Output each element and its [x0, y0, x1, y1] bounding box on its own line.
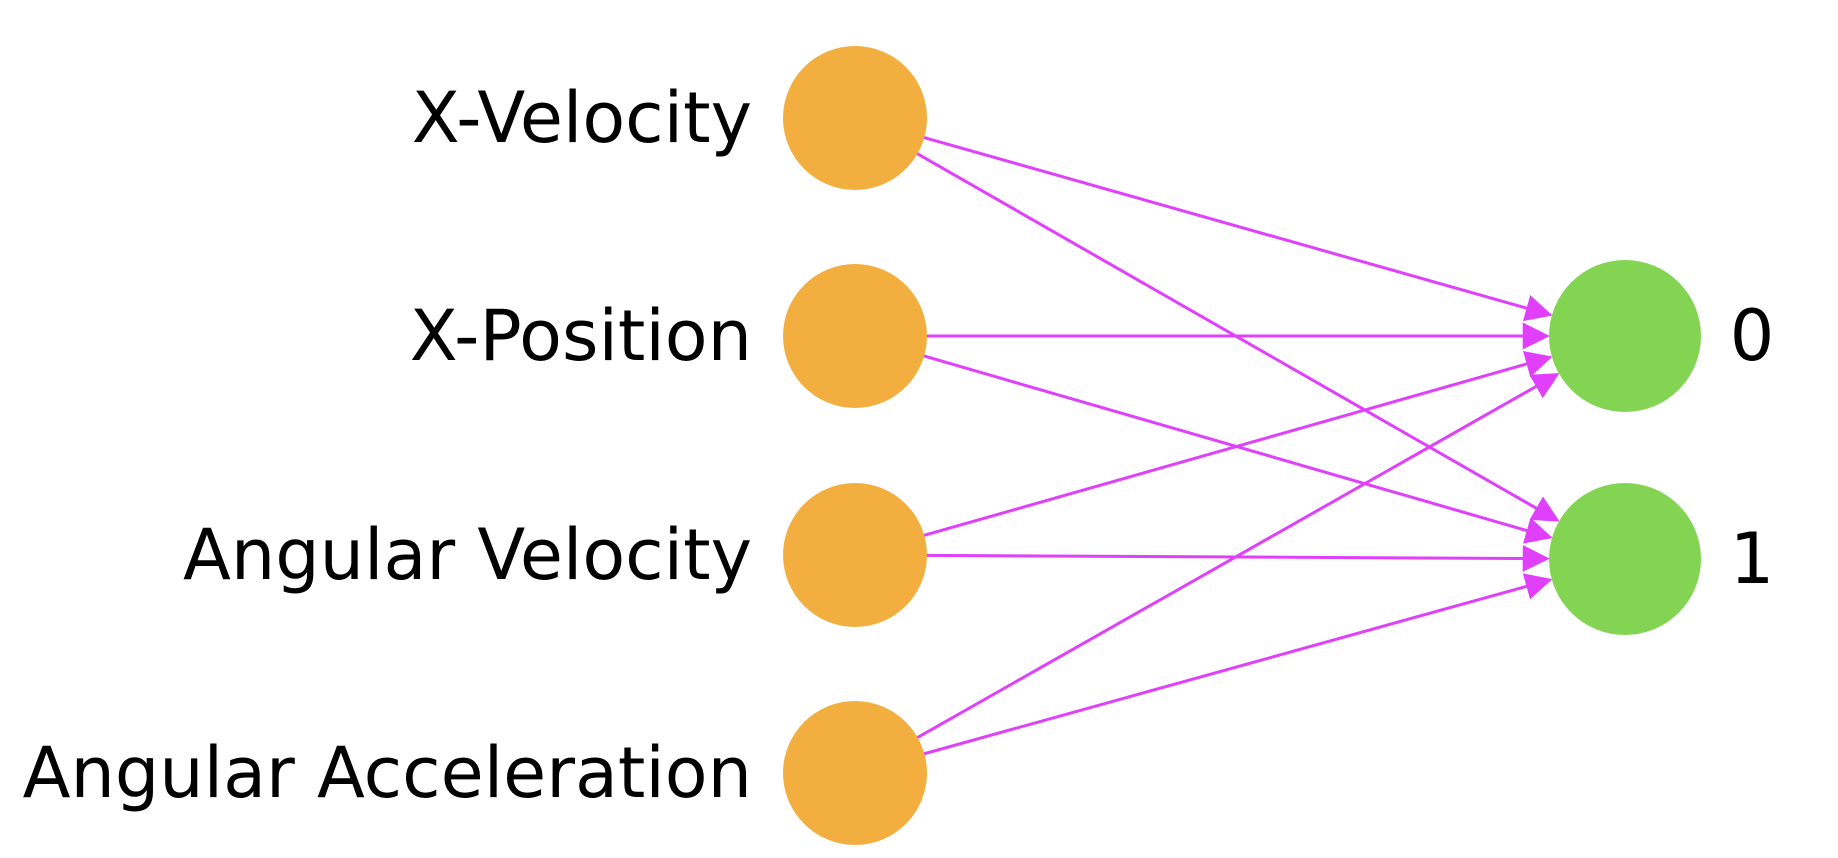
- output-node-0: 0: [1549, 260, 1774, 412]
- input-node-angular-acceleration: Angular Acceleration: [23, 701, 927, 845]
- edge-angular-acceleration-to-out-1: [922, 573, 1553, 756]
- input-label-angular-velocity: Angular Velocity: [183, 514, 752, 596]
- input-circle: [783, 701, 927, 845]
- output-layer: 0 1: [1549, 260, 1774, 635]
- edge-x-velocity-to-out-0: [921, 135, 1553, 322]
- output-label-1: 1: [1730, 518, 1775, 600]
- input-label-x-velocity: X-Velocity: [412, 77, 752, 159]
- input-label-angular-acceleration: Angular Acceleration: [23, 732, 752, 814]
- input-node-x-velocity: X-Velocity: [412, 46, 927, 190]
- input-circle: [783, 46, 927, 190]
- output-label-0: 0: [1730, 295, 1775, 377]
- input-circle: [783, 483, 927, 627]
- output-circle: [1549, 483, 1701, 635]
- edge-angular-velocity-to-out-0: [921, 351, 1553, 538]
- edges-layer: [914, 135, 1560, 756]
- input-layer: X-Velocity X-Position Angular Velocity A…: [23, 46, 927, 845]
- input-circle: [783, 264, 927, 408]
- input-label-x-position: X-Position: [410, 295, 752, 377]
- edge-angular-acceleration-to-out-0: [915, 373, 1560, 740]
- input-node-angular-velocity: Angular Velocity: [183, 483, 927, 627]
- input-node-x-position: X-Position: [410, 264, 927, 408]
- output-node-1: 1: [1549, 483, 1774, 635]
- output-circle: [1549, 260, 1701, 412]
